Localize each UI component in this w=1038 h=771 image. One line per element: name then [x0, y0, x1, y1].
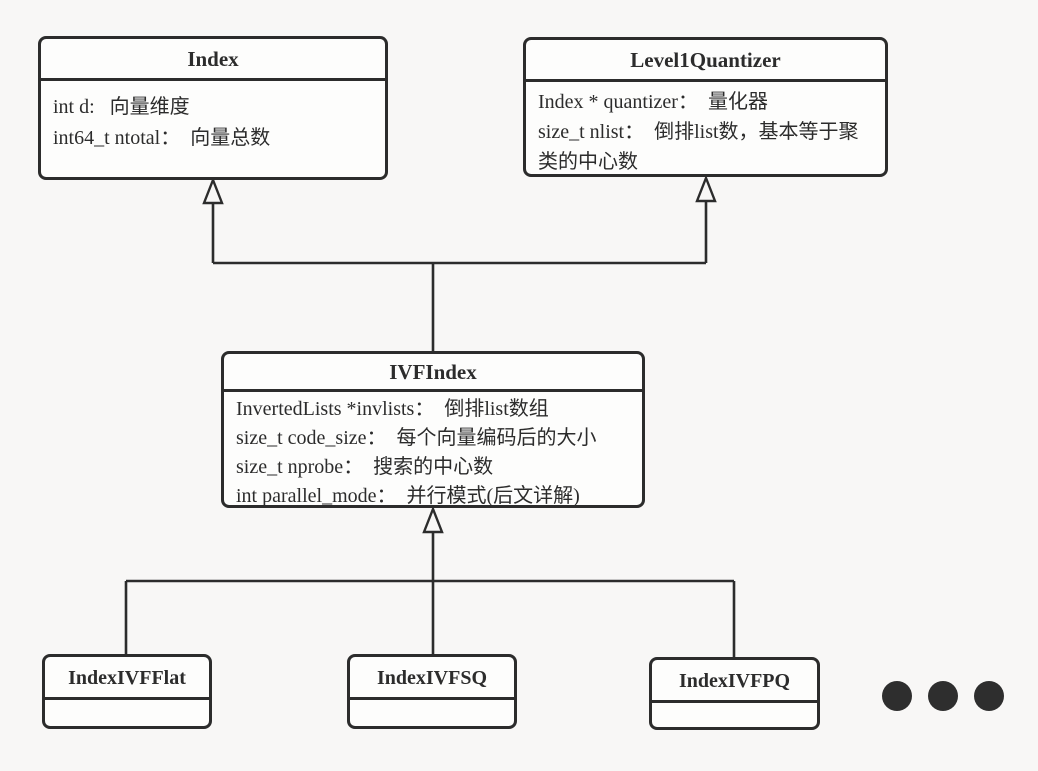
class-title: Level1Quantizer: [526, 40, 885, 82]
class-box-level1quantizer: Level1Quantizer Index * quantizer： 量化器 si…: [523, 37, 888, 177]
class-field: Index * quantizer： 量化器: [538, 91, 768, 113]
class-title: Index: [41, 39, 385, 81]
connector-upper-tree: [211, 201, 708, 351]
ellipsis-dot: [928, 681, 958, 711]
class-box-indexivfflat: IndexIVFFlat: [42, 654, 212, 729]
class-field: size_t code_size： 每个向量编码后的大小: [236, 427, 597, 449]
ellipsis-dot: [974, 681, 1004, 711]
class-title: IndexIVFFlat: [45, 657, 209, 700]
class-title: IVFIndex: [224, 354, 642, 392]
class-field: size_t nlist： 倒排list数，基本等于聚类的中心数: [538, 121, 859, 173]
class-field: size_t nprobe： 搜索的中心数: [236, 456, 494, 478]
class-field: int64_t ntotal： 向量总数: [53, 127, 271, 149]
inheritance-arrowhead-ivfindex: [422, 505, 444, 534]
class-fields-empty: [350, 700, 514, 726]
inheritance-arrowhead-index: [202, 176, 224, 205]
class-title: IndexIVFSQ: [350, 657, 514, 700]
class-fields-empty: [652, 703, 817, 727]
connector-lower-tree: [124, 531, 736, 657]
ellipsis-dots: [882, 681, 1004, 711]
class-fields: Index * quantizer： 量化器 size_t nlist： 倒排li…: [526, 82, 885, 181]
class-box-indexivfpq: IndexIVFPQ: [649, 657, 820, 730]
class-box-indexivfsq: IndexIVFSQ: [347, 654, 517, 729]
class-field: int parallel_mode： 并行模式(后文详解): [236, 485, 580, 507]
class-box-ivfindex: IVFIndex InvertedLists *invlists： 倒排list…: [221, 351, 645, 508]
inheritance-arrowhead-level1quantizer: [695, 174, 717, 203]
class-fields-empty: [45, 700, 209, 726]
ellipsis-dot: [882, 681, 912, 711]
class-fields: int d: 向量维度 int64_t ntotal： 向量总数: [41, 81, 385, 177]
class-fields: InvertedLists *invlists： 倒排list数组 size_t …: [224, 392, 642, 513]
class-box-index: Index int d: 向量维度 int64_t ntotal： 向量总数: [38, 36, 388, 180]
class-title: IndexIVFPQ: [652, 660, 817, 703]
class-field: int d: 向量维度: [53, 96, 190, 118]
class-field: InvertedLists *invlists： 倒排list数组: [236, 398, 549, 420]
